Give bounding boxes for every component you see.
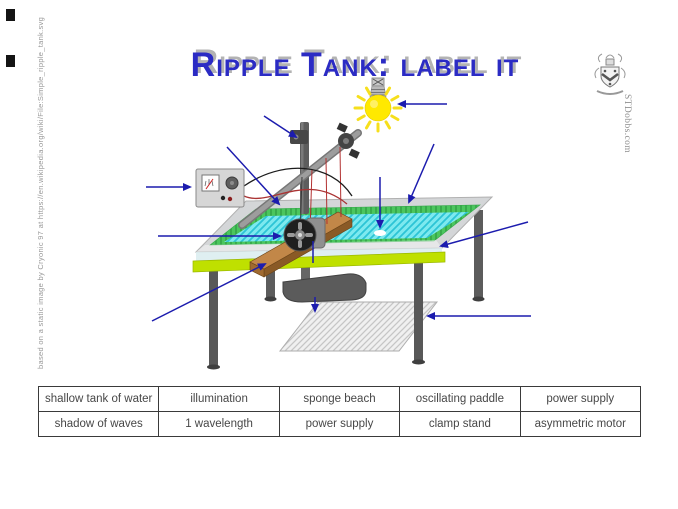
label-line-rod-end [226, 146, 281, 206]
word-bank-cell[interactable]: clamp stand [399, 411, 521, 437]
clamp-stand-base-icon [282, 258, 367, 303]
word-bank-table: shallow tank of water illumination spong… [37, 386, 642, 437]
word-bank-cell[interactable]: power supply [519, 386, 642, 412]
glass-tank-icon [192, 196, 494, 273]
wires-icon [243, 167, 353, 205]
light-bulb-icon [353, 77, 403, 133]
word-bank-row: shallow tank of water illumination spong… [37, 386, 642, 412]
page-title: Ripple Tank: label it [190, 46, 520, 84]
word-bank-cell[interactable]: asymmetric motor [519, 411, 642, 437]
school-crest-logo-icon [594, 53, 626, 95]
label-line-tank-edge [439, 221, 529, 248]
corner-mark [6, 9, 15, 21]
word-bank-cell[interactable]: power supply [278, 411, 401, 437]
word-bank-cell[interactable]: oscillating paddle [399, 386, 521, 412]
asymmetric-motor-icon [283, 217, 326, 252]
word-bank-cell[interactable]: sponge beach [278, 386, 401, 412]
word-bank-cell[interactable]: 1 wavelength [158, 411, 280, 437]
power-supply-icon [195, 168, 245, 208]
shadow-of-waves-icon [278, 301, 439, 352]
word-bank-cell[interactable]: shallow tank of water [37, 386, 160, 412]
ripple-tank-diagram [6, 9, 626, 370]
label-line-shadow-vertical [311, 241, 319, 313]
word-bank-cell[interactable]: shadow of waves [37, 411, 160, 437]
corner-mark [6, 55, 15, 67]
label-line-clamp [263, 115, 298, 139]
word-bank-cell[interactable]: illumination [158, 386, 280, 412]
label-line-paddle [151, 263, 267, 322]
word-bank-row: shadow of waves 1 wavelength power suppl… [37, 411, 642, 437]
label-line-back-rim [408, 143, 435, 204]
wave-splash-icon [374, 230, 386, 236]
table-legs-icon [207, 256, 425, 370]
